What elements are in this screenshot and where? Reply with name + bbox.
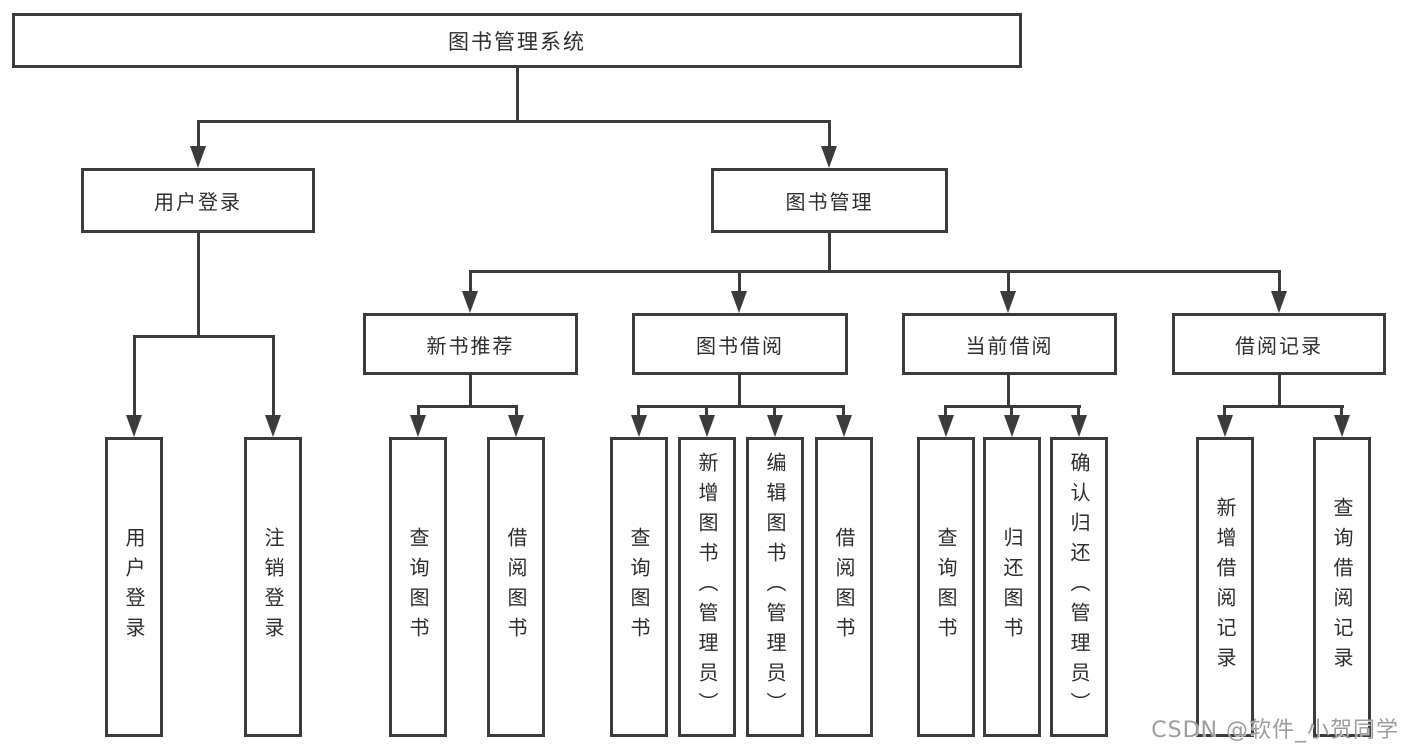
leaf-query-books-recommend: 查询图书	[389, 437, 447, 737]
connector-line	[1223, 405, 1226, 417]
node-label: 用户登录	[154, 190, 242, 214]
connector-line	[842, 405, 845, 417]
leaf-user-login: 用户登录	[105, 437, 163, 737]
node-label: 查询借阅记录	[1330, 497, 1354, 677]
node-book-borrowing: 图书借阅	[632, 313, 848, 375]
leaf-add-borrow-record: 新增借阅记录	[1196, 437, 1254, 737]
connector-line	[133, 335, 136, 417]
connector-line	[469, 373, 472, 407]
connector-line	[197, 120, 831, 123]
leaf-query-books-current: 查询图书	[917, 437, 975, 737]
node-label: 查询图书	[627, 527, 651, 647]
connector-line	[133, 335, 275, 338]
node-label: 借阅图书	[504, 527, 528, 647]
connector-line	[1340, 405, 1343, 417]
connector-line	[637, 405, 640, 417]
connector-line	[1278, 270, 1281, 293]
node-label: 查询图书	[406, 527, 430, 647]
connector-line	[516, 66, 519, 120]
arrowhead-down-icon	[1000, 291, 1016, 313]
arrowhead-down-icon	[1271, 291, 1287, 313]
leaf-query-borrow-record: 查询借阅记录	[1313, 437, 1371, 737]
node-label: 查询图书	[934, 527, 958, 647]
arrowhead-down-icon	[1004, 415, 1020, 437]
arrowhead-down-icon	[1071, 415, 1087, 437]
arrowhead-down-icon	[699, 415, 715, 437]
connector-line	[417, 405, 420, 417]
arrowhead-down-icon	[938, 415, 954, 437]
connector-line	[705, 405, 708, 417]
arrowhead-down-icon	[265, 415, 281, 437]
node-new-book-recommend: 新书推荐	[363, 313, 578, 375]
connector-line	[828, 231, 831, 272]
node-current-borrowing: 当前借阅	[902, 313, 1117, 375]
leaf-add-book-admin: 新增图书（管理员）	[678, 437, 736, 737]
connector-line	[272, 335, 275, 417]
connector-line	[828, 120, 831, 150]
connector-line	[515, 405, 518, 417]
csdn-watermark: CSDN @软件_小贺同学	[1151, 718, 1399, 743]
node-user-login: 用户登录	[81, 168, 315, 233]
node-label: 新增图书（管理员）	[695, 452, 719, 722]
connector-line	[1077, 405, 1080, 417]
connector-line	[773, 405, 776, 417]
arrowhead-down-icon	[410, 415, 426, 437]
connector-line	[469, 270, 472, 293]
connector-line	[1223, 405, 1344, 408]
connector-line	[1007, 373, 1010, 407]
node-label: 新书推荐	[426, 333, 515, 358]
leaf-query-books-borrowing: 查询图书	[610, 437, 668, 737]
leaf-return-book: 归还图书	[983, 437, 1041, 737]
leaf-borrow-books-recommend: 借阅图书	[487, 437, 545, 737]
node-book-management: 图书管理	[711, 168, 948, 233]
node-label: 归还图书	[1000, 527, 1024, 647]
connector-line	[1278, 373, 1281, 407]
connector-line	[637, 405, 845, 408]
connector-line	[197, 231, 200, 335]
arrowhead-down-icon	[1217, 415, 1233, 437]
connector-line	[944, 405, 947, 417]
leaf-borrow-books: 借阅图书	[815, 437, 873, 737]
connector-line	[1010, 405, 1013, 417]
arrowhead-down-icon	[731, 291, 747, 313]
arrowhead-down-icon	[631, 415, 647, 437]
connector-line	[1007, 270, 1010, 293]
node-label: 编辑图书（管理员）	[763, 452, 787, 722]
arrowhead-down-icon	[126, 415, 142, 437]
arrowhead-down-icon	[767, 415, 783, 437]
arrowhead-down-icon	[190, 146, 206, 168]
arrowhead-down-icon	[1334, 415, 1350, 437]
node-label: 新增借阅记录	[1213, 497, 1237, 677]
node-label: 借阅记录	[1235, 333, 1323, 358]
connector-line	[469, 270, 1281, 273]
node-label: 图书管理系统	[448, 29, 586, 54]
arrowhead-down-icon	[462, 291, 478, 313]
node-label: 用户登录	[122, 527, 146, 647]
connector-line	[417, 405, 518, 408]
node-label: 确认归还（管理员）	[1067, 452, 1091, 722]
connector-line	[738, 373, 741, 407]
arrowhead-down-icon	[836, 415, 852, 437]
leaf-edit-book-admin: 编辑图书（管理员）	[746, 437, 804, 737]
leaf-confirm-return-admin: 确认归还（管理员）	[1050, 437, 1108, 737]
node-label: 当前借阅	[965, 333, 1054, 358]
node-borrowing-records: 借阅记录	[1172, 313, 1386, 375]
arrowhead-down-icon	[508, 415, 524, 437]
arrowhead-down-icon	[821, 146, 837, 168]
leaf-logout: 注销登录	[244, 437, 302, 737]
node-root-library-system: 图书管理系统	[12, 13, 1022, 68]
connector-line	[197, 120, 200, 150]
node-label: 注销登录	[261, 527, 285, 647]
connector-line	[738, 270, 741, 293]
node-label: 图书借阅	[696, 333, 784, 358]
node-label: 图书管理	[785, 190, 874, 214]
node-label: 借阅图书	[832, 527, 856, 647]
